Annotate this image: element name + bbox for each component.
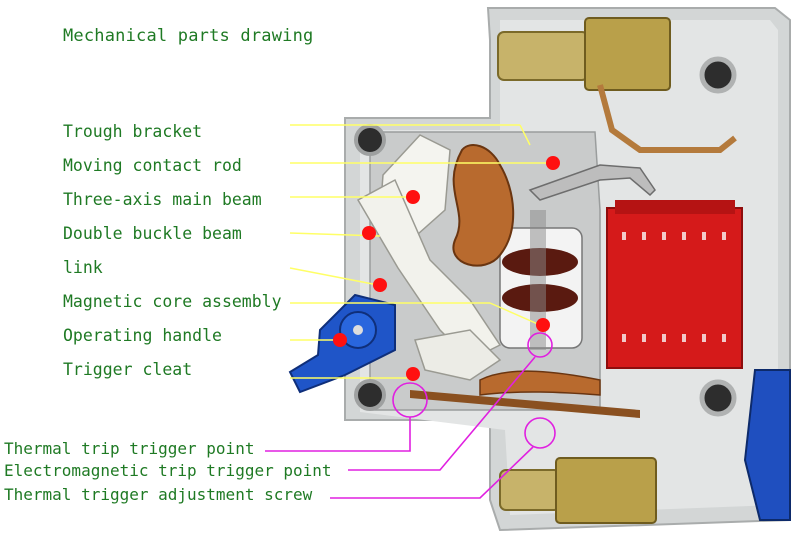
- moving-contact-rod: [528, 164, 656, 201]
- label-thermal-trip-trigger-point: Thermal trip trigger point: [4, 439, 255, 458]
- top-terminal: [497, 17, 737, 153]
- label-moving-contact-rod: Moving contact rod: [63, 156, 242, 175]
- copper-braid: [410, 144, 640, 418]
- diagram-title: Mechanical parts drawing: [63, 26, 314, 46]
- label-thermal-trigger-adjustment-screw: Thermal trigger adjustment screw: [4, 485, 313, 504]
- bottom-terminal: [499, 457, 657, 524]
- label-operating-handle: Operating handle: [63, 326, 222, 345]
- label-link: link: [63, 258, 103, 277]
- leader-lines: [289, 124, 553, 379]
- magnetic-coil: [499, 210, 583, 350]
- label-magnetic-core-assembly: Magnetic core assembly: [63, 292, 282, 311]
- label-trigger-cleat: Trigger cleat: [63, 360, 193, 379]
- arc-chute: [606, 200, 743, 369]
- label-trough-bracket: Trough bracket: [63, 122, 203, 141]
- label-electromagnetic-trip-trigger-point: Electromagnetic trip trigger point: [4, 461, 332, 480]
- label-double-buckle-beam: Double buckle beam: [63, 224, 242, 243]
- din-clip: [743, 369, 791, 521]
- label-three-axis-main-beam: Three-axis main beam: [63, 190, 262, 209]
- magenta-callouts: [265, 332, 556, 499]
- marker-dots: [333, 156, 560, 381]
